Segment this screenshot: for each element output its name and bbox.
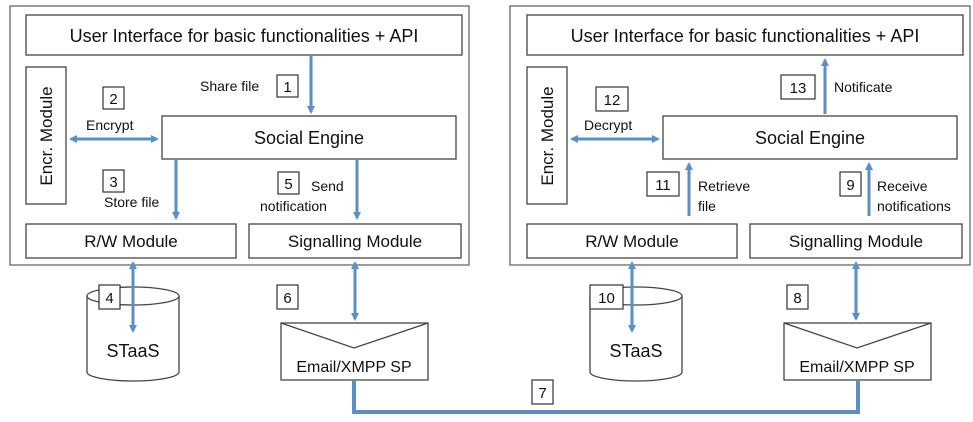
step1-number: 1 <box>283 79 291 96</box>
right-envelope-flap <box>783 322 932 349</box>
right-node: User Interface for basic functionalities… <box>509 5 971 266</box>
step5-box <box>277 171 300 195</box>
left-encr-module-box <box>25 66 67 205</box>
step7-box <box>531 379 554 405</box>
step1-label: Share file <box>200 78 259 94</box>
step12-label: Decrypt <box>584 117 632 133</box>
step11-number: 11 <box>655 177 671 194</box>
left-email-xmpp: Email/XMPP SP <box>280 322 429 381</box>
step5-label-line1: Send <box>311 178 344 194</box>
left-email-box <box>280 322 429 381</box>
right-encr-module-box <box>526 66 568 205</box>
step8-number: 8 <box>793 290 801 307</box>
right-social-engine-label: Social Engine <box>755 128 865 148</box>
step13-number: 13 <box>790 80 807 97</box>
left-social-engine-label: Social Engine <box>254 128 364 148</box>
step12-box <box>595 86 629 112</box>
step3-box <box>102 169 125 193</box>
right-ui-box <box>526 14 964 56</box>
left-signalling-module-label: Signalling Module <box>288 232 422 251</box>
step5-number: 5 <box>284 176 292 193</box>
step12-number: 12 <box>604 92 621 109</box>
step1-box <box>276 74 299 98</box>
step2-label: Encrypt <box>86 117 134 133</box>
step5-label-line2: notification <box>260 198 327 214</box>
step3-number: 3 <box>109 174 117 191</box>
step7-connector <box>352 381 860 414</box>
left-staas-cylinder-body <box>86 296 180 382</box>
right-staas-label: STaaS <box>609 341 662 361</box>
step6-number: 6 <box>283 290 291 307</box>
right-email-label: Email/XMPP SP <box>799 359 914 376</box>
left-rw-module-label: R/W Module <box>84 232 178 251</box>
left-ui-label: User Interface for basic functionalities… <box>70 26 419 46</box>
right-rw-module-box <box>526 223 738 259</box>
left-email-label: Email/XMPP SP <box>296 359 411 376</box>
step4-box <box>98 284 121 310</box>
step2-box <box>102 86 125 110</box>
right-encr-module-label: Encr. Module <box>538 86 557 185</box>
left-rw-module-box <box>25 223 237 259</box>
step3-label: Store file <box>104 194 159 210</box>
step9-box <box>839 171 862 197</box>
step13-label: Notificate <box>834 79 893 95</box>
left-node: User Interface for basic functionalities… <box>9 5 470 266</box>
right-email-xmpp: Email/XMPP SP <box>783 322 932 381</box>
step10-box <box>589 284 624 310</box>
step2-number: 2 <box>109 91 117 108</box>
step8-box <box>786 284 809 310</box>
left-envelope-flap <box>280 322 429 349</box>
right-email-box <box>783 322 932 381</box>
step11-label-line2: file <box>698 198 716 214</box>
step10-number: 10 <box>598 290 615 307</box>
right-social-engine-box <box>662 115 958 160</box>
left-staas-label: STaaS <box>106 341 159 361</box>
right-signalling-module-label: Signalling Module <box>789 232 923 251</box>
left-social-engine-box <box>161 115 457 160</box>
right-rw-module-label: R/W Module <box>585 232 679 251</box>
step13-box <box>780 74 816 100</box>
step6-box <box>276 284 299 310</box>
step11-box <box>646 171 680 197</box>
step4-number: 4 <box>105 290 113 307</box>
step9-label-line1: Receive <box>877 178 928 194</box>
right-ui-label: User Interface for basic functionalities… <box>571 26 920 46</box>
step7-number: 7 <box>538 385 546 402</box>
step9-label-line2: notifications <box>877 198 951 214</box>
step11-label-line1: Retrieve <box>698 178 750 194</box>
left-encr-module-label: Encr. Module <box>37 86 56 185</box>
left-signalling-module-box <box>248 223 462 259</box>
right-staas-cylinder-body <box>589 296 683 382</box>
left-ui-box <box>25 14 463 56</box>
step9-number: 9 <box>846 177 854 194</box>
right-signalling-module-box <box>749 223 963 259</box>
